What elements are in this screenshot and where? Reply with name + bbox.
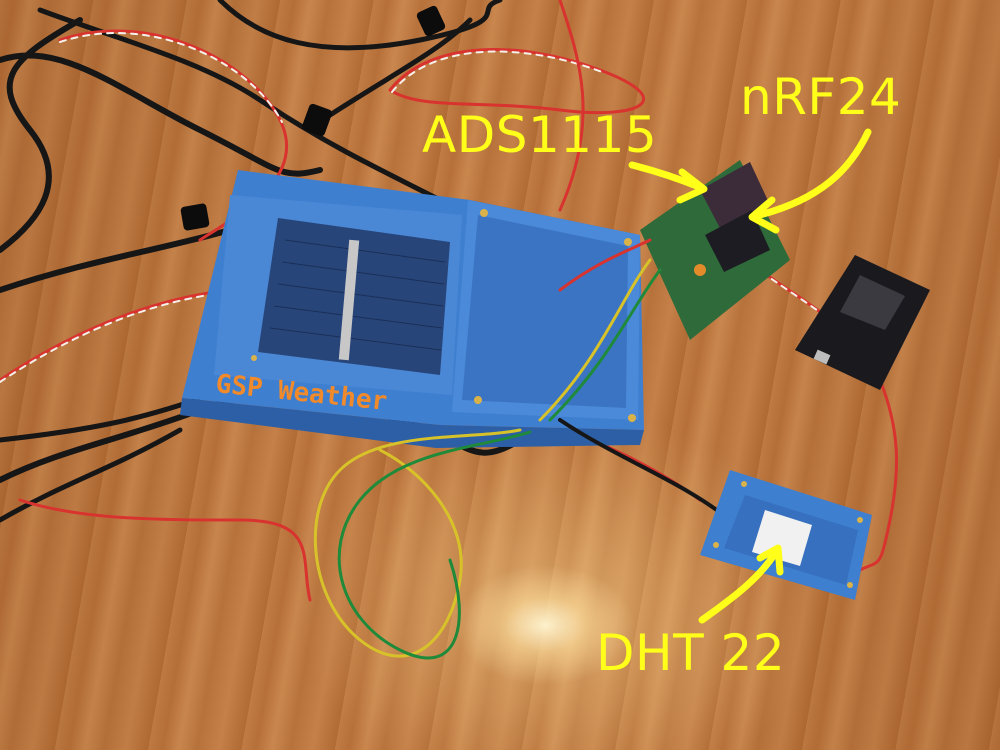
arrow-icon — [748, 128, 872, 234]
enclosure: GSP Weather — [180, 170, 644, 448]
annotation-nrf24: nRF24 — [740, 68, 902, 126]
screws — [251, 209, 636, 422]
annotation-arrows — [628, 128, 872, 624]
arrow-icon — [628, 161, 708, 204]
arrow-icon — [698, 544, 784, 624]
ferrite-beads — [180, 5, 446, 231]
signal-wires — [313, 238, 732, 660]
nrf24-module — [705, 210, 770, 272]
solar-panel-grid — [269, 239, 446, 351]
annotation-ads1115: ADS1115 — [422, 106, 658, 164]
dht22-housing — [700, 470, 872, 600]
pcb-board — [640, 160, 790, 340]
nodemcu-board — [795, 255, 930, 390]
annotation-dht22: DHT 22 — [596, 624, 786, 682]
